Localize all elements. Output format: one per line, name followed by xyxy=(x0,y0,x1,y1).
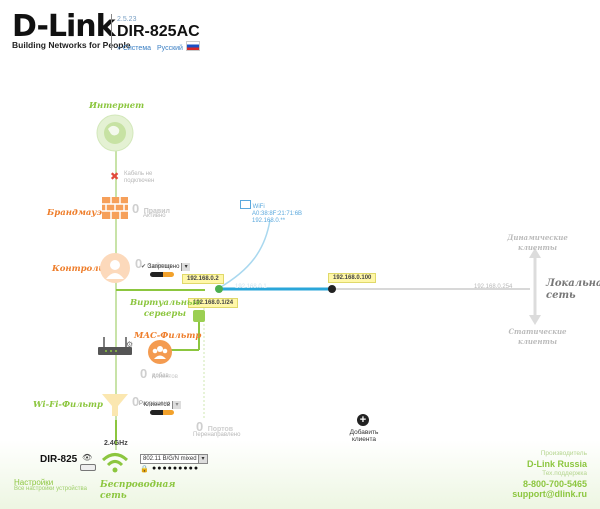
cable-status: Кабель не подключен xyxy=(124,171,155,184)
server-icon[interactable] xyxy=(193,310,205,322)
monitor-icon xyxy=(240,200,251,209)
russia-flag-icon xyxy=(185,41,200,51)
router-icon[interactable] xyxy=(98,337,132,359)
add-client-line1: Добавить xyxy=(349,429,379,436)
faded-client-ip: 192.168.0.254 xyxy=(474,284,513,290)
wifi-mode-select[interactable]: 802.11 B/G/N mixed ▾ xyxy=(140,454,208,464)
users-icon[interactable] xyxy=(148,340,172,364)
mac-filter-label[interactable]: MAC-Фильтр xyxy=(134,331,202,341)
control-stats: 0 Сайтов xyxy=(135,255,172,273)
wifi-toggle[interactable] xyxy=(80,464,96,471)
wifi-filter-mode-select[interactable]: Разрешено ▾ xyxy=(139,401,181,409)
wifi-password-field[interactable]: ●●●●●●●●● xyxy=(152,465,200,472)
ports-title: Портов xyxy=(207,426,234,433)
wifi-mode-value: 802.11 B/G/N mixed xyxy=(143,456,197,462)
lock-icon: 🔒 xyxy=(140,466,149,473)
firewall-label[interactable]: Брандмауэр xyxy=(47,208,108,218)
control-mode-select[interactable]: ✔ Запрещено ▾ xyxy=(141,263,191,271)
control-label[interactable]: Контроль xyxy=(52,264,105,274)
gear-icon[interactable]: ⚙ xyxy=(126,340,134,349)
wifi-filter-title: Клиентов xyxy=(143,402,170,408)
support-block: Производитель D-Link Russia Тех.поддержк… xyxy=(480,449,587,499)
dynamic-clients-label[interactable]: Динамические клиенты xyxy=(507,233,568,252)
wifi-filter-toggle[interactable] xyxy=(150,410,174,415)
mac-filter-count: 0 xyxy=(140,366,148,381)
control-title: Сайтов xyxy=(146,263,172,270)
add-client-button[interactable]: Добавить клиента xyxy=(345,429,383,443)
device-name: DIR-825 xyxy=(40,454,78,465)
ports-stats: 0 Портов xyxy=(196,418,233,436)
lan-subnet-badge[interactable]: 192.168.0.1/24 xyxy=(188,298,239,308)
ports-subtitle: Перенаправлено xyxy=(193,432,241,438)
company-name[interactable]: D-Link Russia xyxy=(526,459,587,469)
footer-background xyxy=(0,440,600,509)
wifi-faded-ip: 192.168.0.1 xyxy=(235,284,267,290)
wifi-filter-count: 0 xyxy=(132,394,140,409)
disconnected-icon: ✖ xyxy=(110,171,120,183)
add-client-line2: клиента xyxy=(351,436,377,443)
globe-icon[interactable] xyxy=(96,114,134,152)
system-menu-link[interactable]: » Система xyxy=(117,45,152,52)
mac-filter-title: Клиентов xyxy=(151,374,178,380)
static-clients-label[interactable]: Статические клиенты xyxy=(508,327,567,346)
firewall-stats: 0 Правил xyxy=(132,200,170,218)
header-menu: » Система Русский xyxy=(117,41,200,52)
wifi-filter-subtitle: Разрешено xyxy=(139,401,171,407)
firmware-version: 2.5.23 xyxy=(117,16,137,23)
chevron-down-icon[interactable]: ▾ xyxy=(181,263,191,271)
settings-subtitle: Все настройки устройства xyxy=(14,486,87,492)
wifi-filter-label[interactable]: Wi-Fi-Фильтр xyxy=(33,400,103,410)
support-email[interactable]: support@dlink.ru xyxy=(512,489,587,499)
logo-tagline: Building Networks for People xyxy=(12,40,131,50)
firewall-icon[interactable] xyxy=(102,197,128,219)
chevron-down-icon[interactable]: ▾ xyxy=(198,455,207,463)
virtual-servers-label[interactable]: Виртуальные серверы xyxy=(130,298,201,319)
eye-icon[interactable]: 👁 xyxy=(82,453,93,462)
control-toggle[interactable] xyxy=(150,272,174,277)
wifi-icon[interactable] xyxy=(100,450,130,474)
wifi-client-card[interactable]: WiFi A0:38:8F:21:71:6B 192.168.0.** xyxy=(240,200,302,225)
funnel-icon[interactable] xyxy=(100,390,130,420)
firewall-count: 0 xyxy=(132,201,140,216)
add-client-icon[interactable]: + xyxy=(357,414,369,426)
mac-filter-subtitle: добав. xyxy=(152,373,171,379)
manufacturer-label: Производитель xyxy=(540,450,587,457)
settings-link[interactable]: Настройки xyxy=(14,478,54,487)
internet-label[interactable]: Интернет xyxy=(89,101,145,111)
router-ip-badge[interactable]: 192.168.0.2 xyxy=(182,274,224,284)
chevron-down-icon[interactable]: ▾ xyxy=(171,401,181,409)
local-network-label[interactable]: Локальная сеть xyxy=(546,278,600,301)
firewall-subtitle: Активно xyxy=(143,213,166,219)
wireless-label[interactable]: Беспроводная сеть xyxy=(100,480,176,501)
parental-control-icon[interactable] xyxy=(100,253,130,283)
wifi-client-ip: 192.168.0.** xyxy=(252,218,286,224)
control-mode-value: Запрещено xyxy=(147,264,180,270)
dlink-logo[interactable]: D-Link xyxy=(12,9,116,44)
control-count: 0 xyxy=(135,256,143,271)
client-ip-badge[interactable]: 192.168.0.100 xyxy=(328,273,377,283)
header-divider xyxy=(111,14,112,50)
wifi-client-name: WiFi xyxy=(252,204,265,210)
firewall-title: Правил xyxy=(143,208,170,215)
band-label: 2.4GHz xyxy=(104,440,128,447)
support-phone[interactable]: 8-800-700-5465 xyxy=(522,479,587,489)
wifi-client-mac: A0:38:8F:21:71:6B xyxy=(252,211,303,217)
mac-filter-stats: 0 Клиентов xyxy=(140,365,178,383)
language-link[interactable]: Русский xyxy=(156,45,183,52)
support-label: Тех.поддержка xyxy=(542,470,587,477)
device-model: DIR-825AC xyxy=(117,23,200,40)
ports-count: 0 xyxy=(196,419,204,434)
wifi-filter-stats: 0 Клиентов xyxy=(132,393,170,411)
